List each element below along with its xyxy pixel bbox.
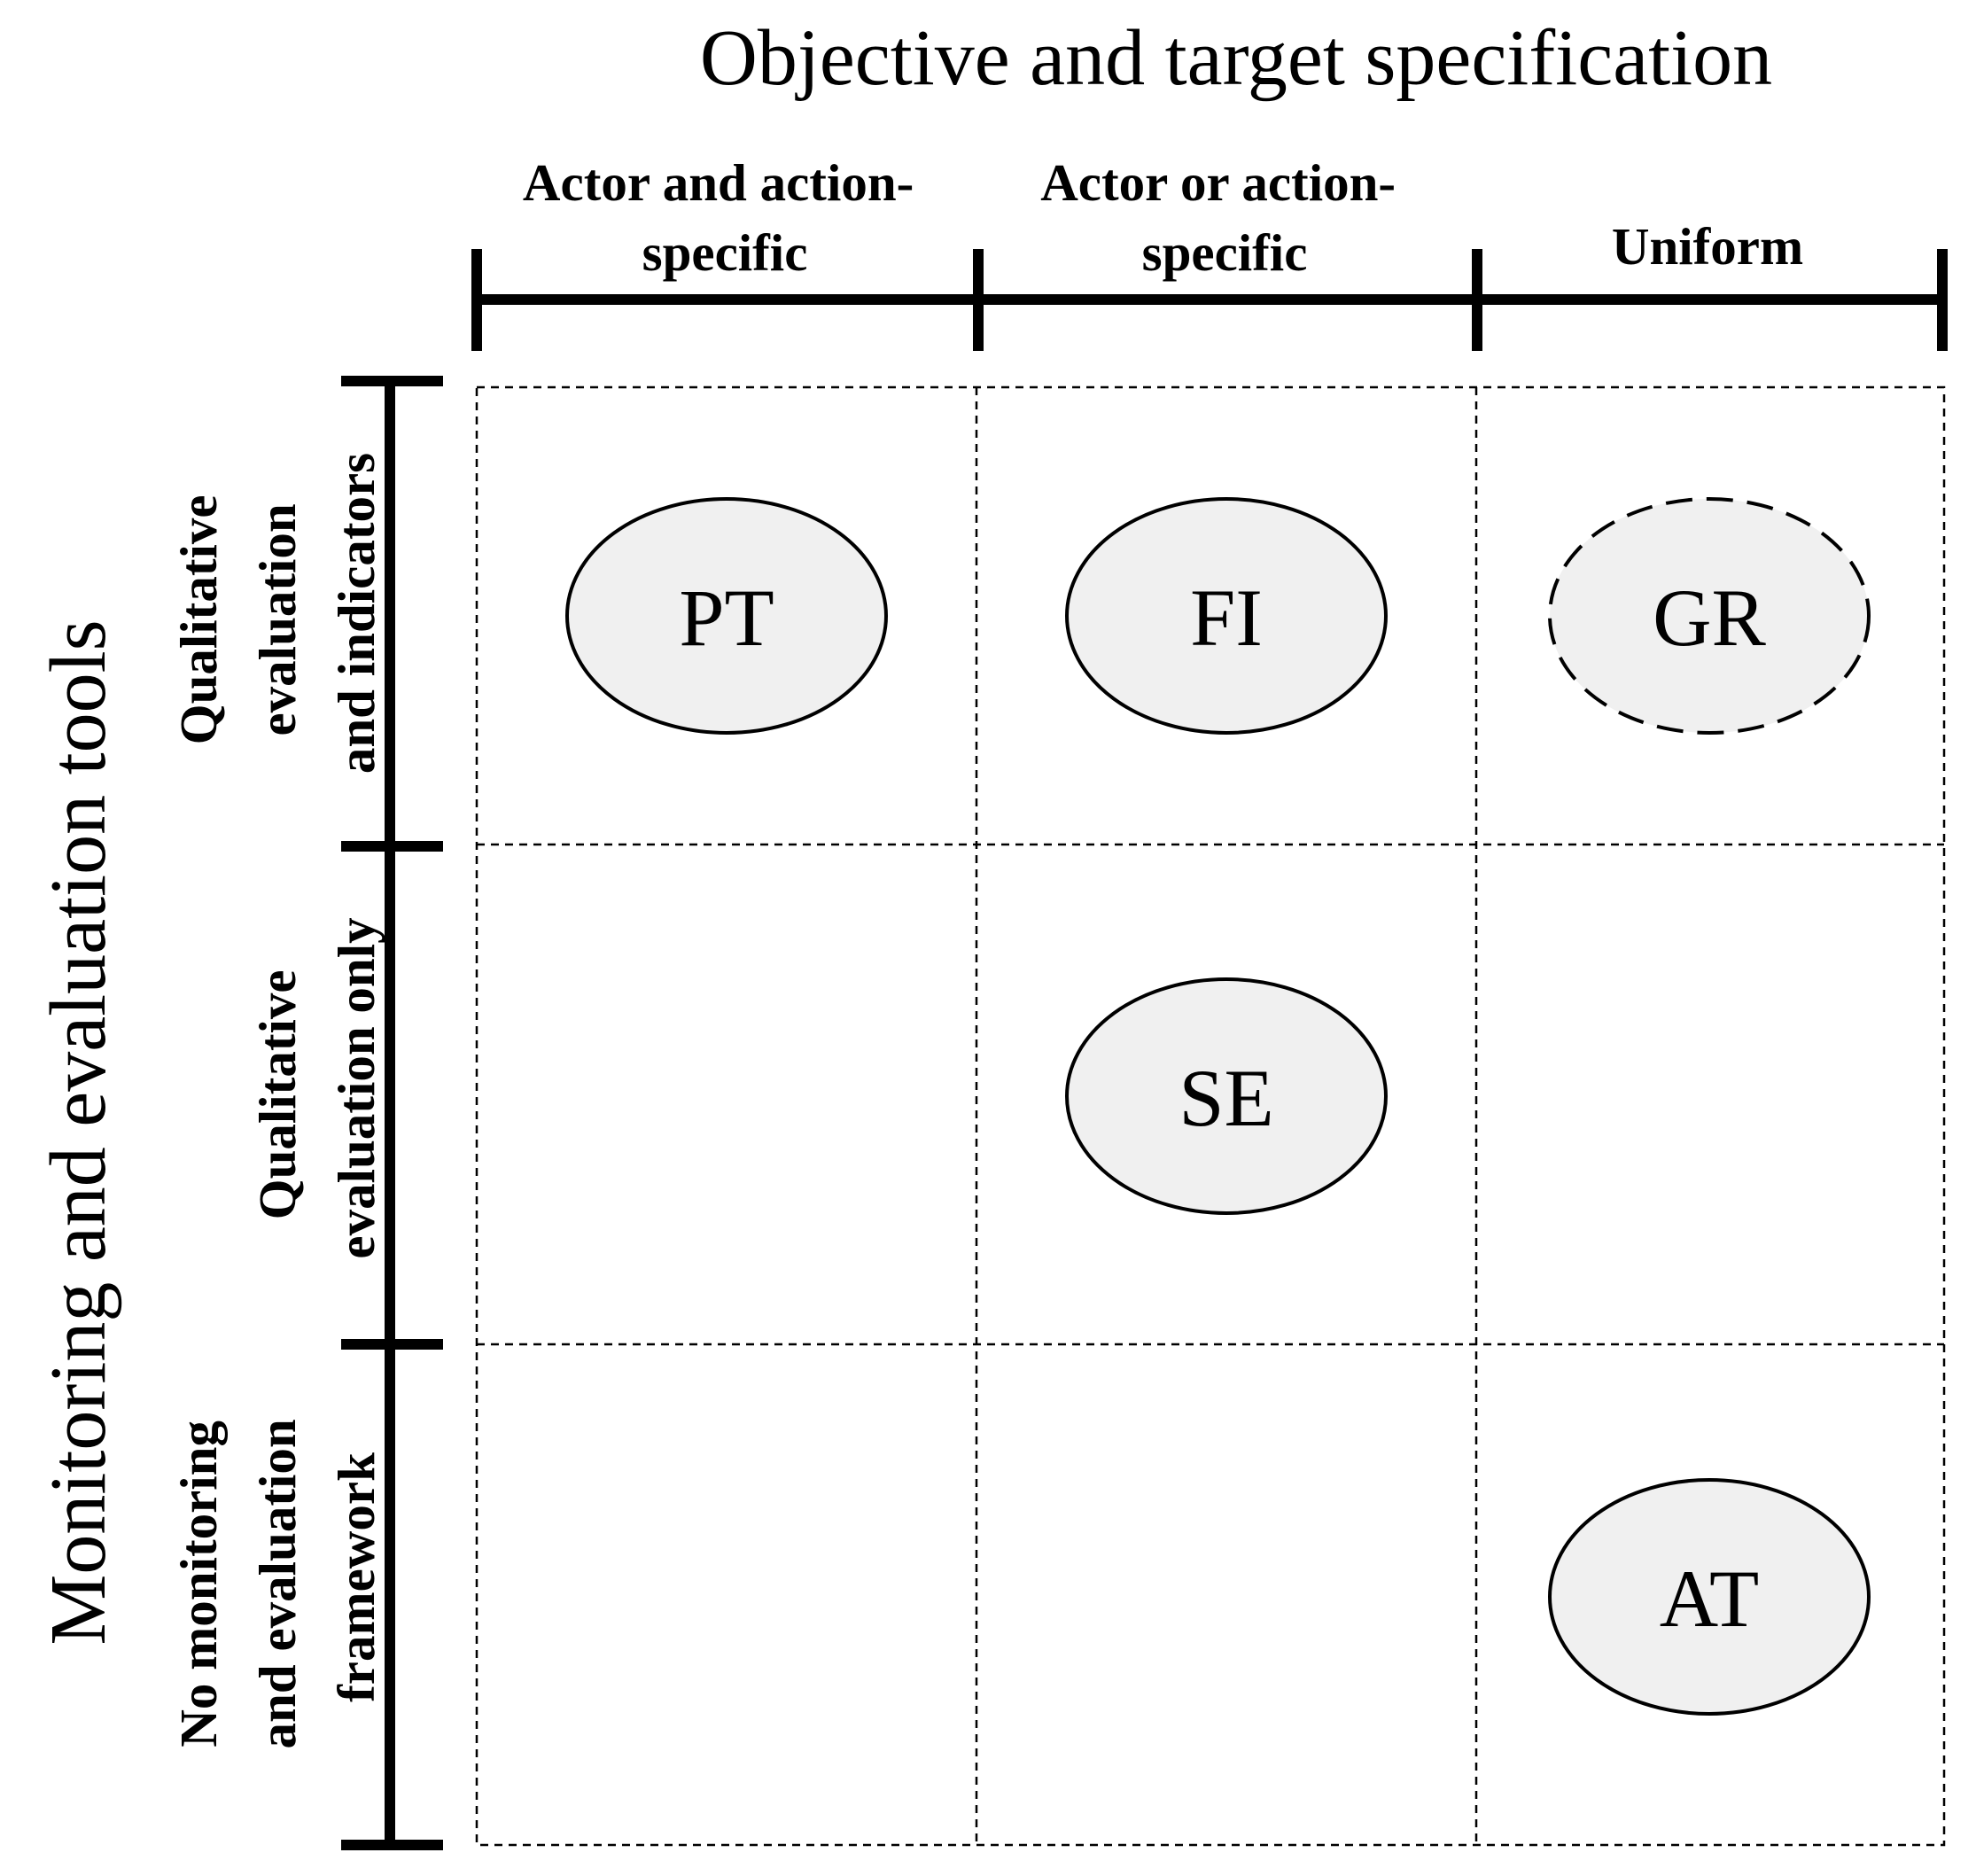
diagram-title: Objective and target specification [700,14,1772,102]
row-header-1: Qualitative evaluation only [248,917,385,1258]
item-label-at: AT [1660,1553,1759,1644]
item-label-pt: PT [679,572,774,663]
item-label-se: SE [1179,1053,1273,1143]
row-header-0: Qualitative evaluation and indicators [169,453,385,774]
item-pt: PT [565,497,888,735]
column-axis-bracket [471,249,1948,351]
column-header-0: Actor and action- specific [523,153,927,282]
column-header-2: Uniform [1612,217,1803,276]
item-fi: FI [1065,497,1388,735]
y-axis-title: Monitoring and evaluation tools [35,619,122,1645]
item-ellipse-at [1548,1478,1871,1716]
matrix-grid [475,385,1946,1847]
item-ellipse-pt [565,497,888,735]
matrix-items: PT FI GR SE AT [565,497,1871,1716]
row-header-2: No monitoring and evaluation framework [169,1406,385,1749]
row-axis-bracket [341,376,443,1850]
item-ellipse-gr [1548,497,1871,735]
item-label-fi: FI [1190,572,1263,663]
item-at: AT [1548,1478,1871,1716]
column-header-1: Actor or action- specific [1040,153,1409,282]
grid-border [475,385,1946,1847]
item-gr: GR [1548,497,1871,735]
item-ellipse-fi [1065,497,1388,735]
item-label-gr: GR [1653,572,1766,663]
item-ellipse-se [1065,977,1388,1215]
item-se: SE [1065,977,1388,1215]
